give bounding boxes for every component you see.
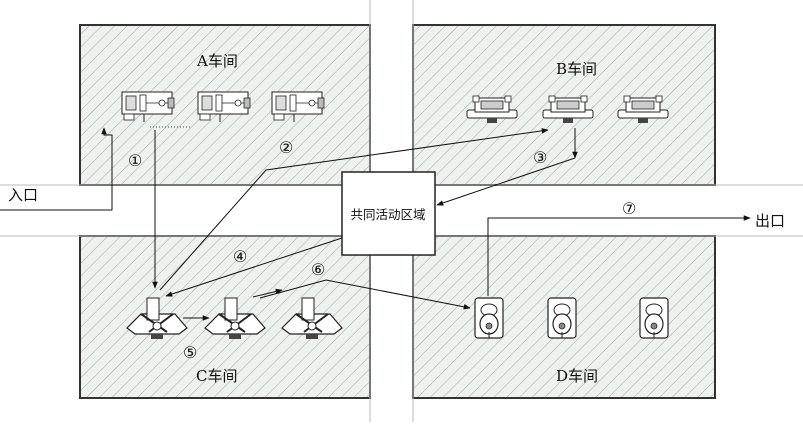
entrance-label: 入口: [8, 186, 38, 204]
workshop-b-label: B车间: [556, 60, 597, 78]
flow-paths: [0, 127, 751, 321]
workshop-d-label: D车间: [556, 367, 598, 385]
exit-label: 出口: [755, 212, 785, 230]
entrance-path: [0, 127, 113, 211]
step-2-label: ②: [279, 138, 293, 157]
flow-arrow-4: [165, 237, 343, 297]
flow-arrow-6: [259, 279, 471, 310]
machine-d-1: [474, 297, 504, 339]
workshop-a-label: A车间: [196, 52, 238, 70]
flow-arrow-3b: [436, 157, 576, 206]
flow-arrow-2: [159, 128, 549, 291]
common-area-label: 共同活动区域: [350, 207, 425, 222]
machine-d-2: [547, 297, 577, 339]
workshop-c-label: C车间: [196, 367, 237, 385]
flow-arrow-5b: [252, 288, 283, 298]
machine-d-3: [639, 297, 669, 339]
flow-arrow-7: [487, 215, 751, 296]
step-4-label: ④: [233, 247, 247, 266]
step-7-label: ⑦: [622, 199, 636, 218]
step-1-label: ①: [128, 151, 142, 170]
step-6-label: ⑥: [311, 260, 325, 279]
step-3-label: ③: [533, 148, 547, 167]
common-area: 共同活动区域: [341, 171, 436, 256]
step-5-label: ⑤: [183, 343, 197, 362]
